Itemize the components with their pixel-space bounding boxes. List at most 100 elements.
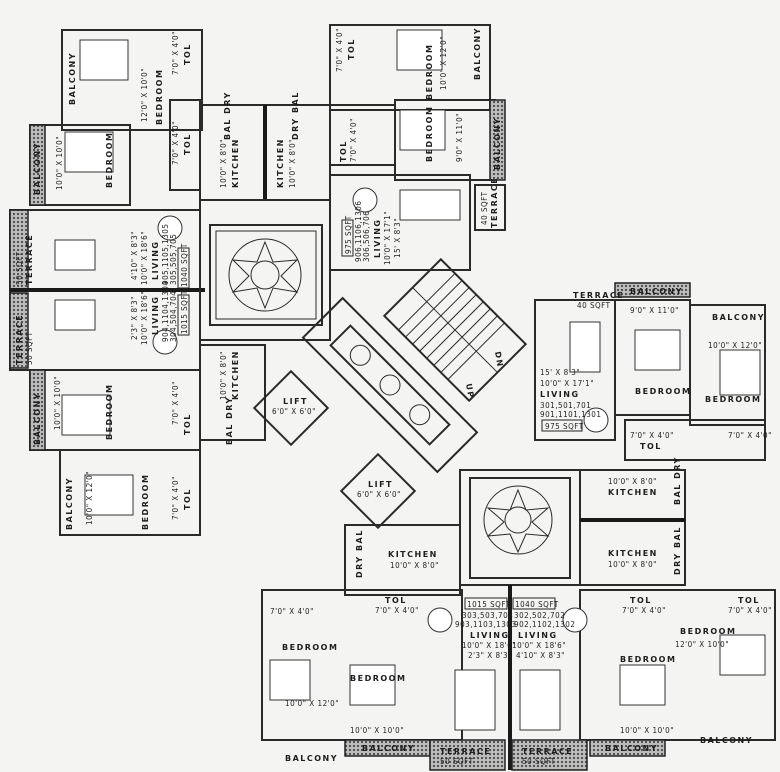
room-living: LIVING [373,218,382,258]
flat-numbers: 305,505,705 [169,234,178,285]
terrace-area: 40 SQFT [480,191,489,225]
room-bedroom: BEDROOM [350,674,406,683]
room-terrace: TERRACE [490,177,499,228]
dim-living: 10'0" X 18'6" [462,641,516,650]
dim-living: 4'10" X 8'3" [130,231,139,280]
area-badge: 1015 SQFT [180,290,189,334]
dim-bedroom: 10'0" X 10'0" [53,376,62,430]
room-tol: TOL [347,38,356,60]
terrace-area: 50 SQFT [440,757,474,766]
dim-living: 4'10" X 8'3" [516,651,565,660]
dim-bedroom: 12'0" X 10'0" [675,640,729,649]
room-balcony: BALCONY [630,287,683,296]
room-balcony: BALCONY [362,744,415,753]
room-bedroom: BEDROOM [425,106,434,162]
room-tol: TOL [183,488,192,510]
dim-kitchen: 10'0" X 8'0" [219,351,228,400]
dim-kitchen: 10'0" X 8'0" [608,477,657,486]
room-bedroom: BEDROOM [680,627,736,636]
terrace-area: 50 SQFT [25,331,34,365]
labels-right: TERRACE 40 SQFT BALCONY 9'0" X 11'0" BED… [540,287,772,575]
room-kitchen: KITCHEN [608,549,658,558]
dim-tol: 7'0" X 4'0" [728,431,772,440]
lift-label: LIFT [283,397,308,406]
lift-dim: 6'0" X 6'0" [272,407,316,416]
room-living: LIVING [151,295,160,335]
room-balcony: BALCONY [33,142,42,195]
dim-tol: 7'0" X 4'0" [349,118,358,162]
room-living: LIVING [518,631,558,640]
terrace-area: 40 SQFT [577,301,611,310]
labels-top-right: 7'0" X 4'0" TOL BEDROOM 10'0" X 12'0" BA… [335,27,502,265]
flat-numbers: 902,1102,1302 [514,620,575,629]
room-bal-dry: BAL DRY [673,456,682,505]
flat-numbers: 302,502,702 [514,611,565,620]
dim-tol: 7'0" X 4'0" [630,431,674,440]
lift-label: LIFT [368,480,393,489]
dim-bedroom: 12'0" X 10'0" [140,68,149,122]
flat-numbers: 904,1104,1304 [161,281,170,342]
room-bedroom: BEDROOM [635,387,691,396]
room-tol: TOL [385,596,407,605]
stair-up: UP [464,383,476,400]
flat-numbers: 903,1103,1303 [455,620,516,629]
dim-bedroom: 9'0" X 11'0" [630,306,679,315]
dim-bedroom: 9'0" X 11'0" [455,113,464,162]
room-tol: TOL [738,596,760,605]
room-balcony: BALCONY [700,736,753,745]
dim-living: 15' X 8'3" [540,368,580,377]
unit-top-right-walls [329,24,506,271]
area-badge: 1040 SQFT [180,243,189,287]
dim-living: 10'0" X 18'6" [512,641,566,650]
dim-tol: 7'0" X 4'0" [171,31,180,75]
dim-living: 10'0" X 17'1" [540,379,594,388]
unit-top-left-walls [9,29,331,536]
room-dry-bal: DRY BAL [673,526,682,575]
unit-right-walls [534,282,766,586]
room-kitchen: KITCHEN [608,488,658,497]
room-tol: TOL [630,596,652,605]
dim-tol: 7'0" X 4'0" [171,476,180,520]
dim-bedroom: 10'0" X 12'0" [708,341,762,350]
room-terrace: TERRACE [522,747,573,756]
labels-top-left: BALCONY BEDROOM 12'0" X 10'0" 7'0" X 4'0… [15,31,300,530]
unit-bottom-walls [261,524,776,771]
room-living: LIVING [470,631,510,640]
dim-living: 2'3" X 8'3" [130,296,139,340]
room-balcony: BALCONY [65,477,74,530]
flat-numbers: 906,1106,1306 [354,201,363,262]
flat-numbers: 304,504,704 [169,291,178,342]
room-living: LIVING [540,390,580,399]
room-bedroom: BEDROOM [105,132,114,188]
dim-bedroom: 10'0" X 12'0" [439,36,448,90]
terrace-area: 50 SQFT [15,251,24,285]
lift-dim: 6'0" X 6'0" [357,490,401,499]
room-balcony: BALCONY [68,52,77,105]
dim-living: 15' X 8'3" [393,218,402,258]
room-tol: TOL [183,43,192,65]
room-dry-bal: DRY BAL [355,529,364,578]
room-terrace: TERRACE [25,234,34,285]
room-terrace: TERRACE [440,747,491,756]
room-kitchen: KITCHEN [388,550,438,559]
dim-tol: 7'0" X 4'0" [171,121,180,165]
flat-numbers: 306,506,706 [362,211,371,262]
dim-kitchen: 10'0" X 8'0" [219,139,228,188]
dim-bedroom: 10'0" X 12'0" [285,699,339,708]
dim-living: 2'3" X 8'3" [468,651,512,660]
dim-tol: 7'0" X 4'0" [622,606,666,615]
room-kitchen: KITCHEN [231,138,240,188]
dim-tol: 7'0" X 4'0" [270,607,314,616]
room-tol: TOL [183,413,192,435]
room-tol: TOL [183,133,192,155]
room-terrace: TERRACE [573,291,624,300]
area-badge: 975 SQFT [545,422,584,431]
room-kitchen: KITCHEN [231,350,240,400]
flat-numbers: 303,503,703 [462,611,513,620]
room-living: LIVING [151,240,160,280]
flat-numbers: 905,1105,1305 [161,224,170,285]
room-balcony: BALCONY [493,117,502,170]
dim-kitchen: 10'0" X 8'0" [608,560,657,569]
flat-numbers: 901,1101,1301 [540,410,601,419]
central-atrium [199,199,581,586]
